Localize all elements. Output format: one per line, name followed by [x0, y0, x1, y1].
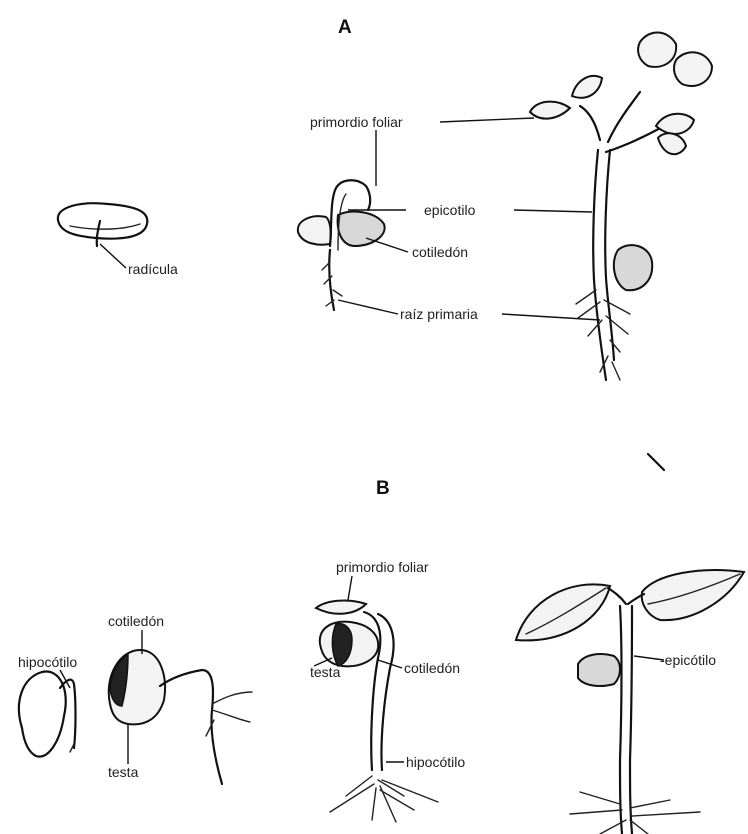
b-stage3-seedling — [316, 601, 438, 822]
label-cotiledon-a: cotiledón — [412, 244, 468, 260]
panel-a-heading: A — [338, 17, 352, 38]
primordio-foliar-leader — [440, 118, 534, 122]
label-testa-b2: testa — [310, 664, 341, 680]
b-stage1-seed — [19, 672, 76, 757]
label-epicotilo-b: -epicótilo — [660, 652, 716, 668]
cotiledon-leader-a — [366, 238, 408, 252]
label-primordio-foliar-b: primordio foliar — [336, 559, 429, 575]
label-raiz-primaria: raíz primaria — [400, 306, 478, 322]
stray-mark — [648, 454, 664, 470]
panel-b-heading: B — [376, 478, 390, 499]
label-hipocotilo-b1: hipocótilo — [18, 654, 77, 670]
label-hipocotilo-b2: hipocótilo — [406, 754, 465, 770]
a-stage1-seed — [58, 203, 147, 246]
label-testa-b1: testa — [108, 764, 139, 780]
a-stage2-seedling — [298, 180, 385, 310]
epicotilo-leader-right — [514, 210, 592, 212]
label-cotiledon-b1: cotiledón — [108, 613, 164, 629]
raiz-leader-left — [338, 300, 398, 314]
primordio-leader-b3 — [348, 576, 352, 600]
radicula-leader — [100, 244, 126, 268]
raiz-leader-right — [502, 314, 600, 320]
label-cotiledon-b2: cotiledón — [404, 660, 460, 676]
a-stage3-plant — [530, 32, 712, 380]
label-epicotilo-a: epicotilo — [424, 202, 476, 218]
label-primordio-foliar-a: primordio foliar — [310, 114, 403, 130]
b-stage4-plant — [516, 570, 744, 834]
label-radicula: radícula — [128, 261, 178, 277]
